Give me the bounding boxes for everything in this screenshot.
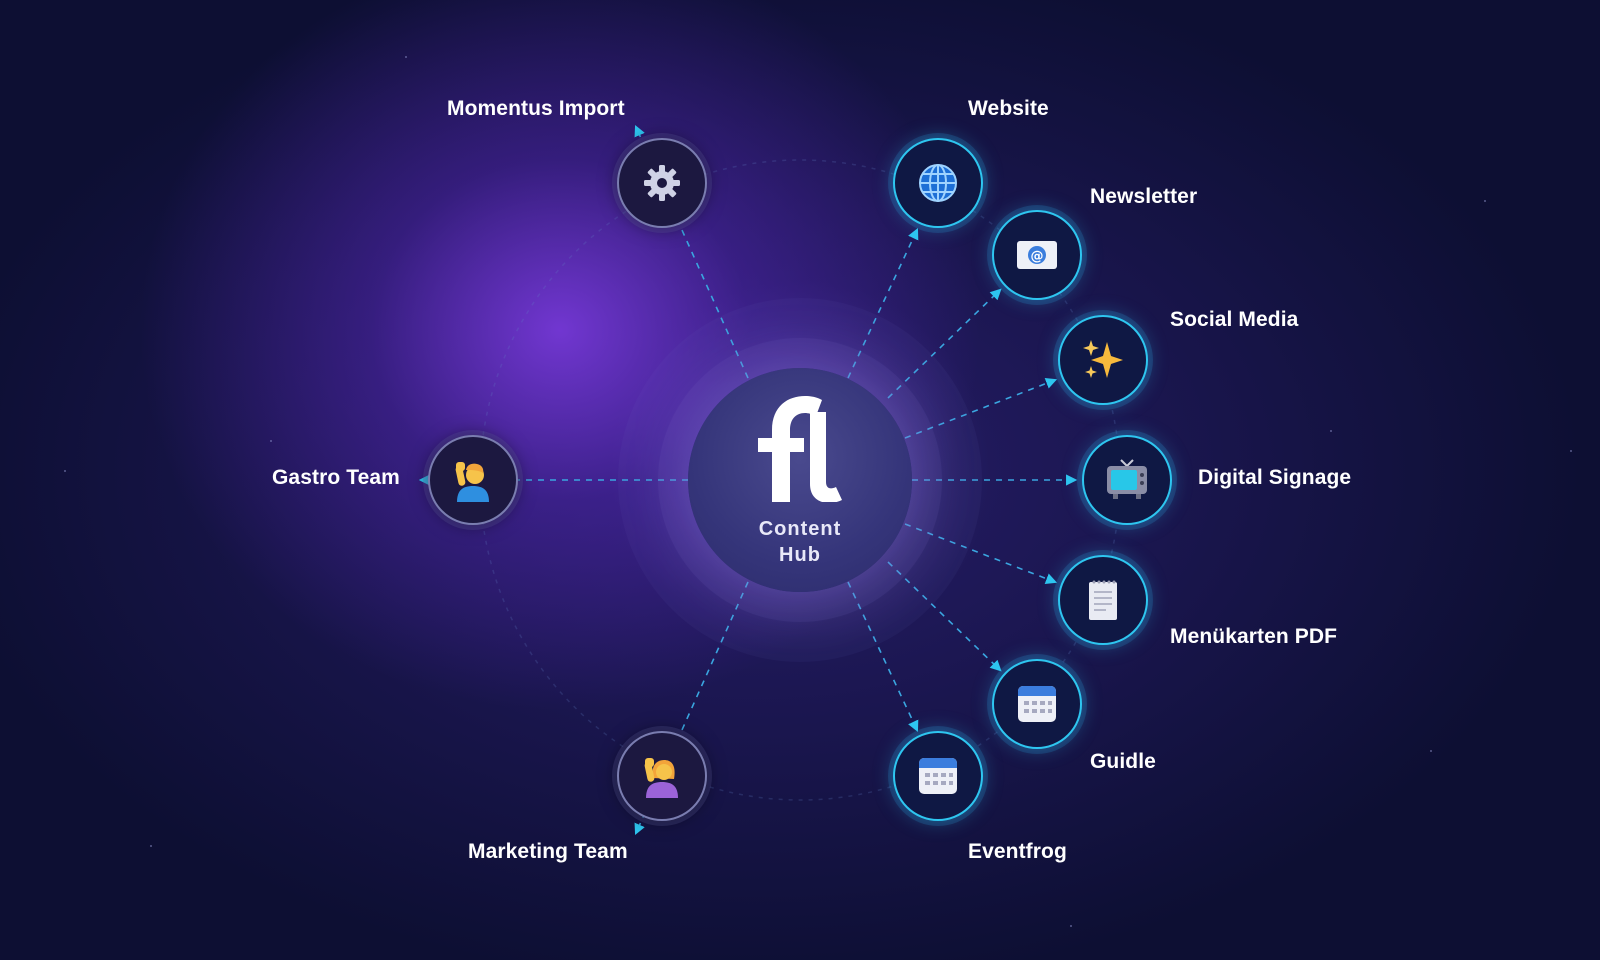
email-icon: @ — [1017, 241, 1057, 269]
label-menuekarten-pdf: Menükarten PDF — [1170, 625, 1338, 648]
gear-icon — [644, 165, 680, 201]
node-gastro-team — [428, 435, 518, 525]
television-icon — [1107, 459, 1147, 499]
node-social-media — [1058, 315, 1148, 405]
node-eventfrog — [893, 731, 983, 821]
node-momentus-import — [617, 138, 707, 228]
link-website — [847, 227, 919, 379]
label-website: Website — [968, 97, 1049, 120]
link-newsletter — [887, 288, 1002, 399]
link-social-media — [904, 378, 1058, 439]
label-eventfrog: Eventfrog — [968, 840, 1067, 863]
label-guidle: Guidle — [1090, 750, 1156, 773]
svg-text:@: @ — [1031, 249, 1044, 264]
label-newsletter: Newsletter — [1090, 185, 1198, 208]
hub-label: Content Hub — [688, 516, 912, 568]
sparkles-icon — [1083, 340, 1123, 378]
content-hub: Content Hub — [688, 368, 912, 592]
hub-logo-icon — [758, 396, 842, 502]
link-menuekarten-pdf — [904, 523, 1058, 584]
node-guidle — [992, 659, 1082, 749]
calendar-icon — [919, 758, 957, 794]
label-social-media: Social Media — [1170, 308, 1299, 331]
label-momentus-import: Momentus Import — [447, 97, 625, 120]
hub-label-line1: Content — [758, 518, 842, 540]
link-guidle — [887, 561, 1002, 672]
node-marketing-team — [617, 731, 707, 821]
link-eventfrog — [847, 581, 919, 733]
label-gastro-team: Gastro Team — [272, 466, 400, 489]
node-newsletter: @ — [992, 210, 1082, 300]
node-website — [893, 138, 983, 228]
globe-icon — [919, 164, 957, 202]
woman-raising-hand-icon — [644, 758, 678, 798]
person-raising-hand-icon — [455, 462, 489, 502]
label-marketing-team: Marketing Team — [468, 840, 628, 863]
hub-label-line2: Hub — [779, 544, 821, 566]
node-menuekarten-pdf — [1058, 555, 1148, 645]
document-icon — [1089, 580, 1117, 620]
node-digital-signage — [1082, 435, 1172, 525]
label-digital-signage: Digital Signage — [1198, 466, 1352, 489]
calendar-icon — [1018, 686, 1056, 722]
